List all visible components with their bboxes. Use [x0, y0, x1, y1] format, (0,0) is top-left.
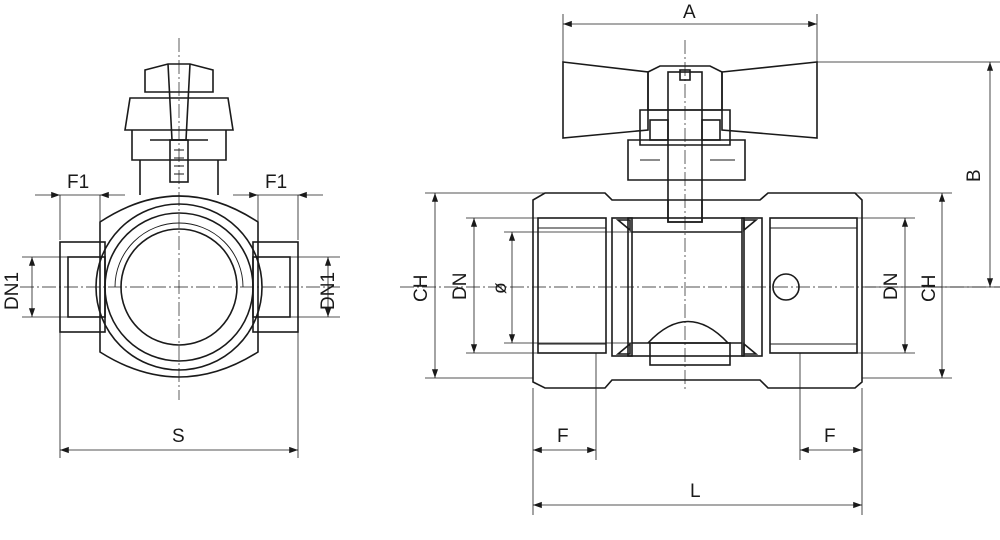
dim-dn1-left-label: DN1	[2, 272, 23, 310]
dim-a: A	[562, 2, 818, 62]
dim-b: B	[817, 61, 1000, 288]
dim-dn1-right-label: DN1	[318, 272, 339, 310]
dim-f-left: F	[532, 353, 597, 515]
dim-f-right: F	[799, 353, 863, 515]
left-side-ports	[59, 241, 299, 333]
dim-ch-left-label: CH	[411, 275, 432, 302]
right-body-hole	[772, 273, 800, 301]
dim-dn1-left: DN1	[2, 256, 68, 318]
dim-s: S	[59, 332, 299, 458]
dim-f-left-label: F	[557, 426, 569, 447]
dim-l-label: L	[690, 481, 701, 502]
dim-bore: ø	[490, 231, 632, 344]
dim-f-right-label: F	[824, 426, 836, 447]
dim-ch-right-label: CH	[919, 275, 940, 302]
dim-s-label: S	[172, 426, 185, 447]
left-handle	[124, 63, 234, 195]
dim-f1-right-label: F1	[265, 172, 287, 193]
right-stem	[627, 69, 746, 223]
dim-dn-right-label: DN	[881, 273, 902, 300]
right-valve-body	[532, 192, 863, 389]
dim-dn-left-label: DN	[450, 273, 471, 300]
right-ball	[611, 200, 763, 366]
dim-ch-right: CH	[855, 192, 952, 379]
right-view: A B CH DN	[400, 2, 1000, 515]
dim-b-label: B	[964, 169, 985, 182]
dim-f1-right: F1	[233, 172, 323, 240]
dim-bore-label: ø	[490, 282, 511, 294]
dim-dn1-right: DN1	[290, 256, 340, 318]
dim-a-label: A	[683, 2, 696, 23]
left-view: F1 F1 DN1 DN1	[2, 38, 340, 458]
dim-ch-left: CH	[411, 192, 545, 379]
dim-dn-left: DN	[450, 217, 538, 354]
dim-f1-left: F1	[35, 172, 125, 240]
dim-dn-right: DN	[857, 217, 915, 354]
dim-l: L	[533, 481, 862, 509]
dim-f1-left-label: F1	[67, 172, 89, 193]
